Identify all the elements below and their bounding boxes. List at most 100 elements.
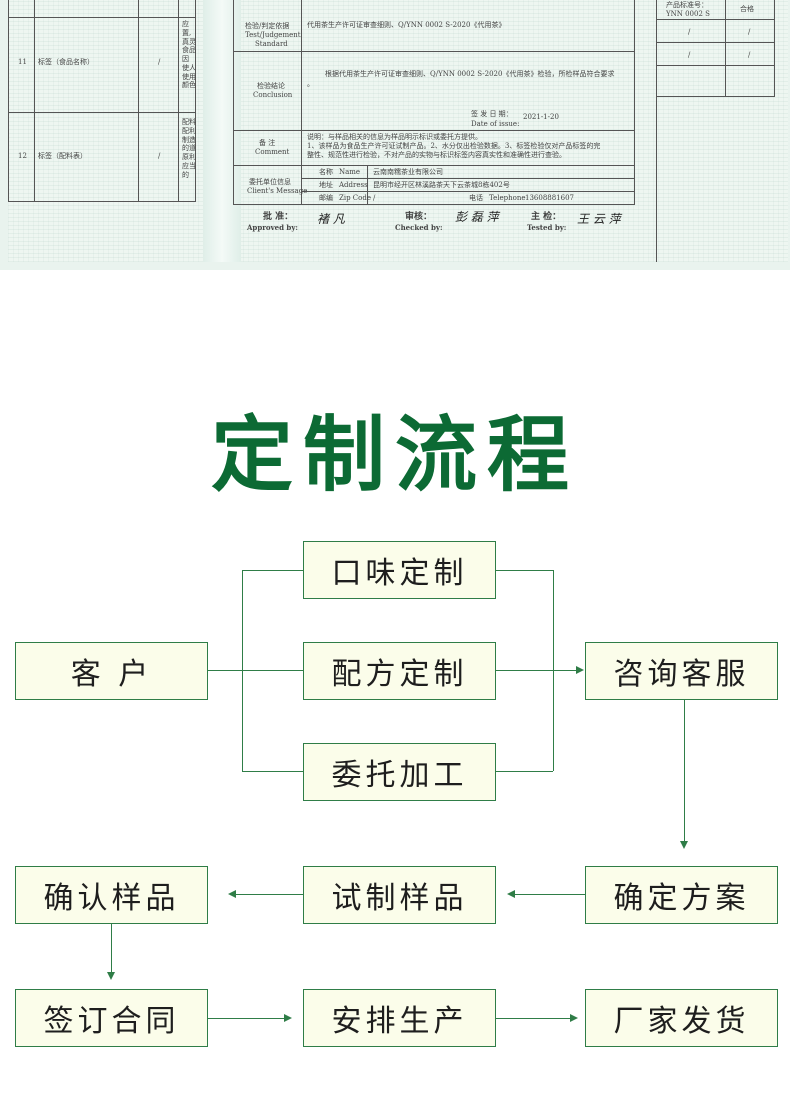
row-12-note: 配料: [182, 118, 196, 126]
connector-to-taste: [242, 570, 303, 571]
conclusion-divider: [301, 51, 302, 131]
comment-line-3: 整性、规范性进行检验，不对产品的实物与标识标签内容真实性和准确性进行查验。: [307, 151, 566, 159]
step-taste-custom: 口味定制: [303, 541, 496, 599]
checked-label-cn: 审核：: [405, 212, 433, 222]
comment-line-1: 说明：与样品相关的信息为样品明示标识或委托方提供。: [307, 133, 482, 141]
step-factory-shipping: 厂家发货: [585, 989, 778, 1047]
right-slash-2: /: [748, 28, 751, 36]
client-hline-1: [301, 178, 635, 179]
row-12-no: 12: [18, 152, 27, 160]
conclusion-row: [233, 51, 635, 131]
row-11-value: /: [158, 58, 161, 66]
client-divider-2: [367, 165, 368, 205]
connector-formula-to-consult: [496, 670, 576, 671]
right-slash-3: /: [688, 51, 691, 59]
row-11-note: 使人: [182, 63, 196, 72]
client-name-en: Name: [339, 168, 361, 176]
client-zip-en: Zip Code: [339, 194, 372, 202]
arrow-to-shipping-icon: [570, 1014, 578, 1022]
checked-signature: 彭 磊 萍: [455, 210, 499, 224]
checked-label-en: Checked by:: [395, 223, 443, 232]
conclusion-label-en: Conclusion: [253, 91, 293, 99]
comment-divider: [301, 130, 302, 166]
row-12-notes: 配料 配利 制造 的道 原利 应当 的: [182, 118, 198, 179]
client-zip-value: /: [373, 194, 376, 202]
client-addr-value: 昆明市经开区林溪路茶天下云茶城8栋402号: [373, 181, 510, 189]
arrow-to-consult-icon: [576, 666, 584, 674]
step-arrange-production: 安排生产: [303, 989, 496, 1047]
step-oem: 委托加工: [303, 743, 496, 801]
left-row-12: [8, 112, 196, 202]
client-name-cn: 名称: [319, 168, 333, 176]
page-fold: [203, 0, 241, 262]
connector-production-to-shipping: [496, 1018, 570, 1019]
report-left-sheet: 11 标签（食品名称） / 应 置, 真灵 食品 因 使人 使用 颜色 12 标…: [8, 0, 198, 210]
connector-contract-to-production: [208, 1018, 284, 1019]
row-12-item: 标签（配料表）: [38, 152, 87, 160]
tested-label-en: Tested by:: [527, 223, 567, 232]
arrow-to-confirm-icon: [228, 890, 236, 898]
right-header-line2: YNN 0002 S: [666, 10, 710, 18]
right-slash-4: /: [748, 51, 751, 59]
left-row-11: [8, 17, 196, 113]
client-hline-2: [301, 191, 635, 192]
client-addr-en: Address: [339, 181, 368, 189]
client-row: [233, 165, 635, 205]
row-12-note: 原利: [182, 153, 196, 161]
client-addr-cn: 地址: [319, 181, 333, 189]
report-main-sheet: 检验/判定依据 Test/Judgement Standard 代用茶生产许可证…: [233, 0, 638, 240]
connector-confirm-to-contract: [111, 924, 112, 972]
report-paper: 11 标签（食品名称） / 应 置, 真灵 食品 因 使人 使用 颜色 12 标…: [8, 0, 788, 262]
row-12-note: 的道: [182, 144, 196, 153]
connector-oem-out: [496, 771, 553, 772]
row-11-note: 因: [182, 55, 189, 63]
arrow-to-production-icon: [284, 1014, 292, 1022]
step-consult-service: 咨询客服: [585, 642, 778, 700]
right-row-3b: [725, 65, 775, 97]
connector-left-bracket: [242, 570, 243, 771]
row-12-note: 制造: [182, 135, 196, 144]
row-11-no: 11: [18, 58, 27, 66]
standard-label-en2: Standard: [255, 40, 288, 48]
issue-label-en: Date of issue:: [471, 120, 520, 128]
right-result: 合格: [740, 5, 754, 13]
row-12-value: /: [158, 152, 161, 160]
right-long-line: [656, 97, 657, 262]
client-tel-cn: 电话: [469, 194, 483, 202]
row-11-notes: 应 置, 真灵 食品 因 使人 使用 颜色: [182, 20, 198, 90]
client-name-value: 云南南糯茶业有限公司: [373, 168, 443, 176]
client-tel-value: 13608881607: [525, 194, 574, 202]
step-confirm-sample: 确认样品: [15, 866, 208, 924]
issue-date: 2021-1-20: [523, 113, 559, 121]
arrow-to-trial-icon: [507, 890, 515, 898]
connector-trial-to-confirm: [236, 894, 303, 895]
row-11-note: 置,: [182, 28, 192, 37]
page-title: 定制流程: [210, 408, 579, 503]
left-col-divider-2: [138, 0, 139, 202]
tested-label-cn: 主 检：: [531, 212, 562, 222]
row-11-note: 使用: [182, 72, 196, 81]
approved-signature: 褚 凡: [317, 212, 345, 226]
left-col-divider-1: [34, 0, 35, 202]
arrow-to-plan-icon: [680, 841, 688, 849]
right-header-line1: 产品标准号：: [666, 1, 708, 9]
client-label-en: Client's Message: [247, 187, 308, 195]
row-12-note: 应当: [182, 161, 196, 170]
client-divider: [301, 165, 302, 205]
standard-label-cn: 检验/判定依据: [245, 22, 290, 30]
comment-label-en: Comment: [255, 148, 290, 156]
tested-signature: 王 云 萍: [577, 212, 621, 226]
approved-label-cn: 批 准：: [263, 212, 294, 222]
client-zip-cn: 邮编: [319, 194, 333, 202]
left-col-divider-3: [178, 0, 179, 202]
connector-to-oem: [242, 771, 303, 772]
row-11-note: 颜色: [182, 81, 196, 90]
step-confirm-plan: 确定方案: [585, 866, 778, 924]
conclusion-label-cn: 检验结论: [257, 82, 285, 90]
left-grid-top: [8, 0, 196, 18]
client-tel-en: Telephone: [489, 194, 526, 202]
connector-customer-out: [208, 670, 303, 671]
standard-label-en1: Test/Judgement: [245, 31, 301, 39]
right-slash-1: /: [688, 28, 691, 36]
standard-divider: [301, 0, 302, 52]
